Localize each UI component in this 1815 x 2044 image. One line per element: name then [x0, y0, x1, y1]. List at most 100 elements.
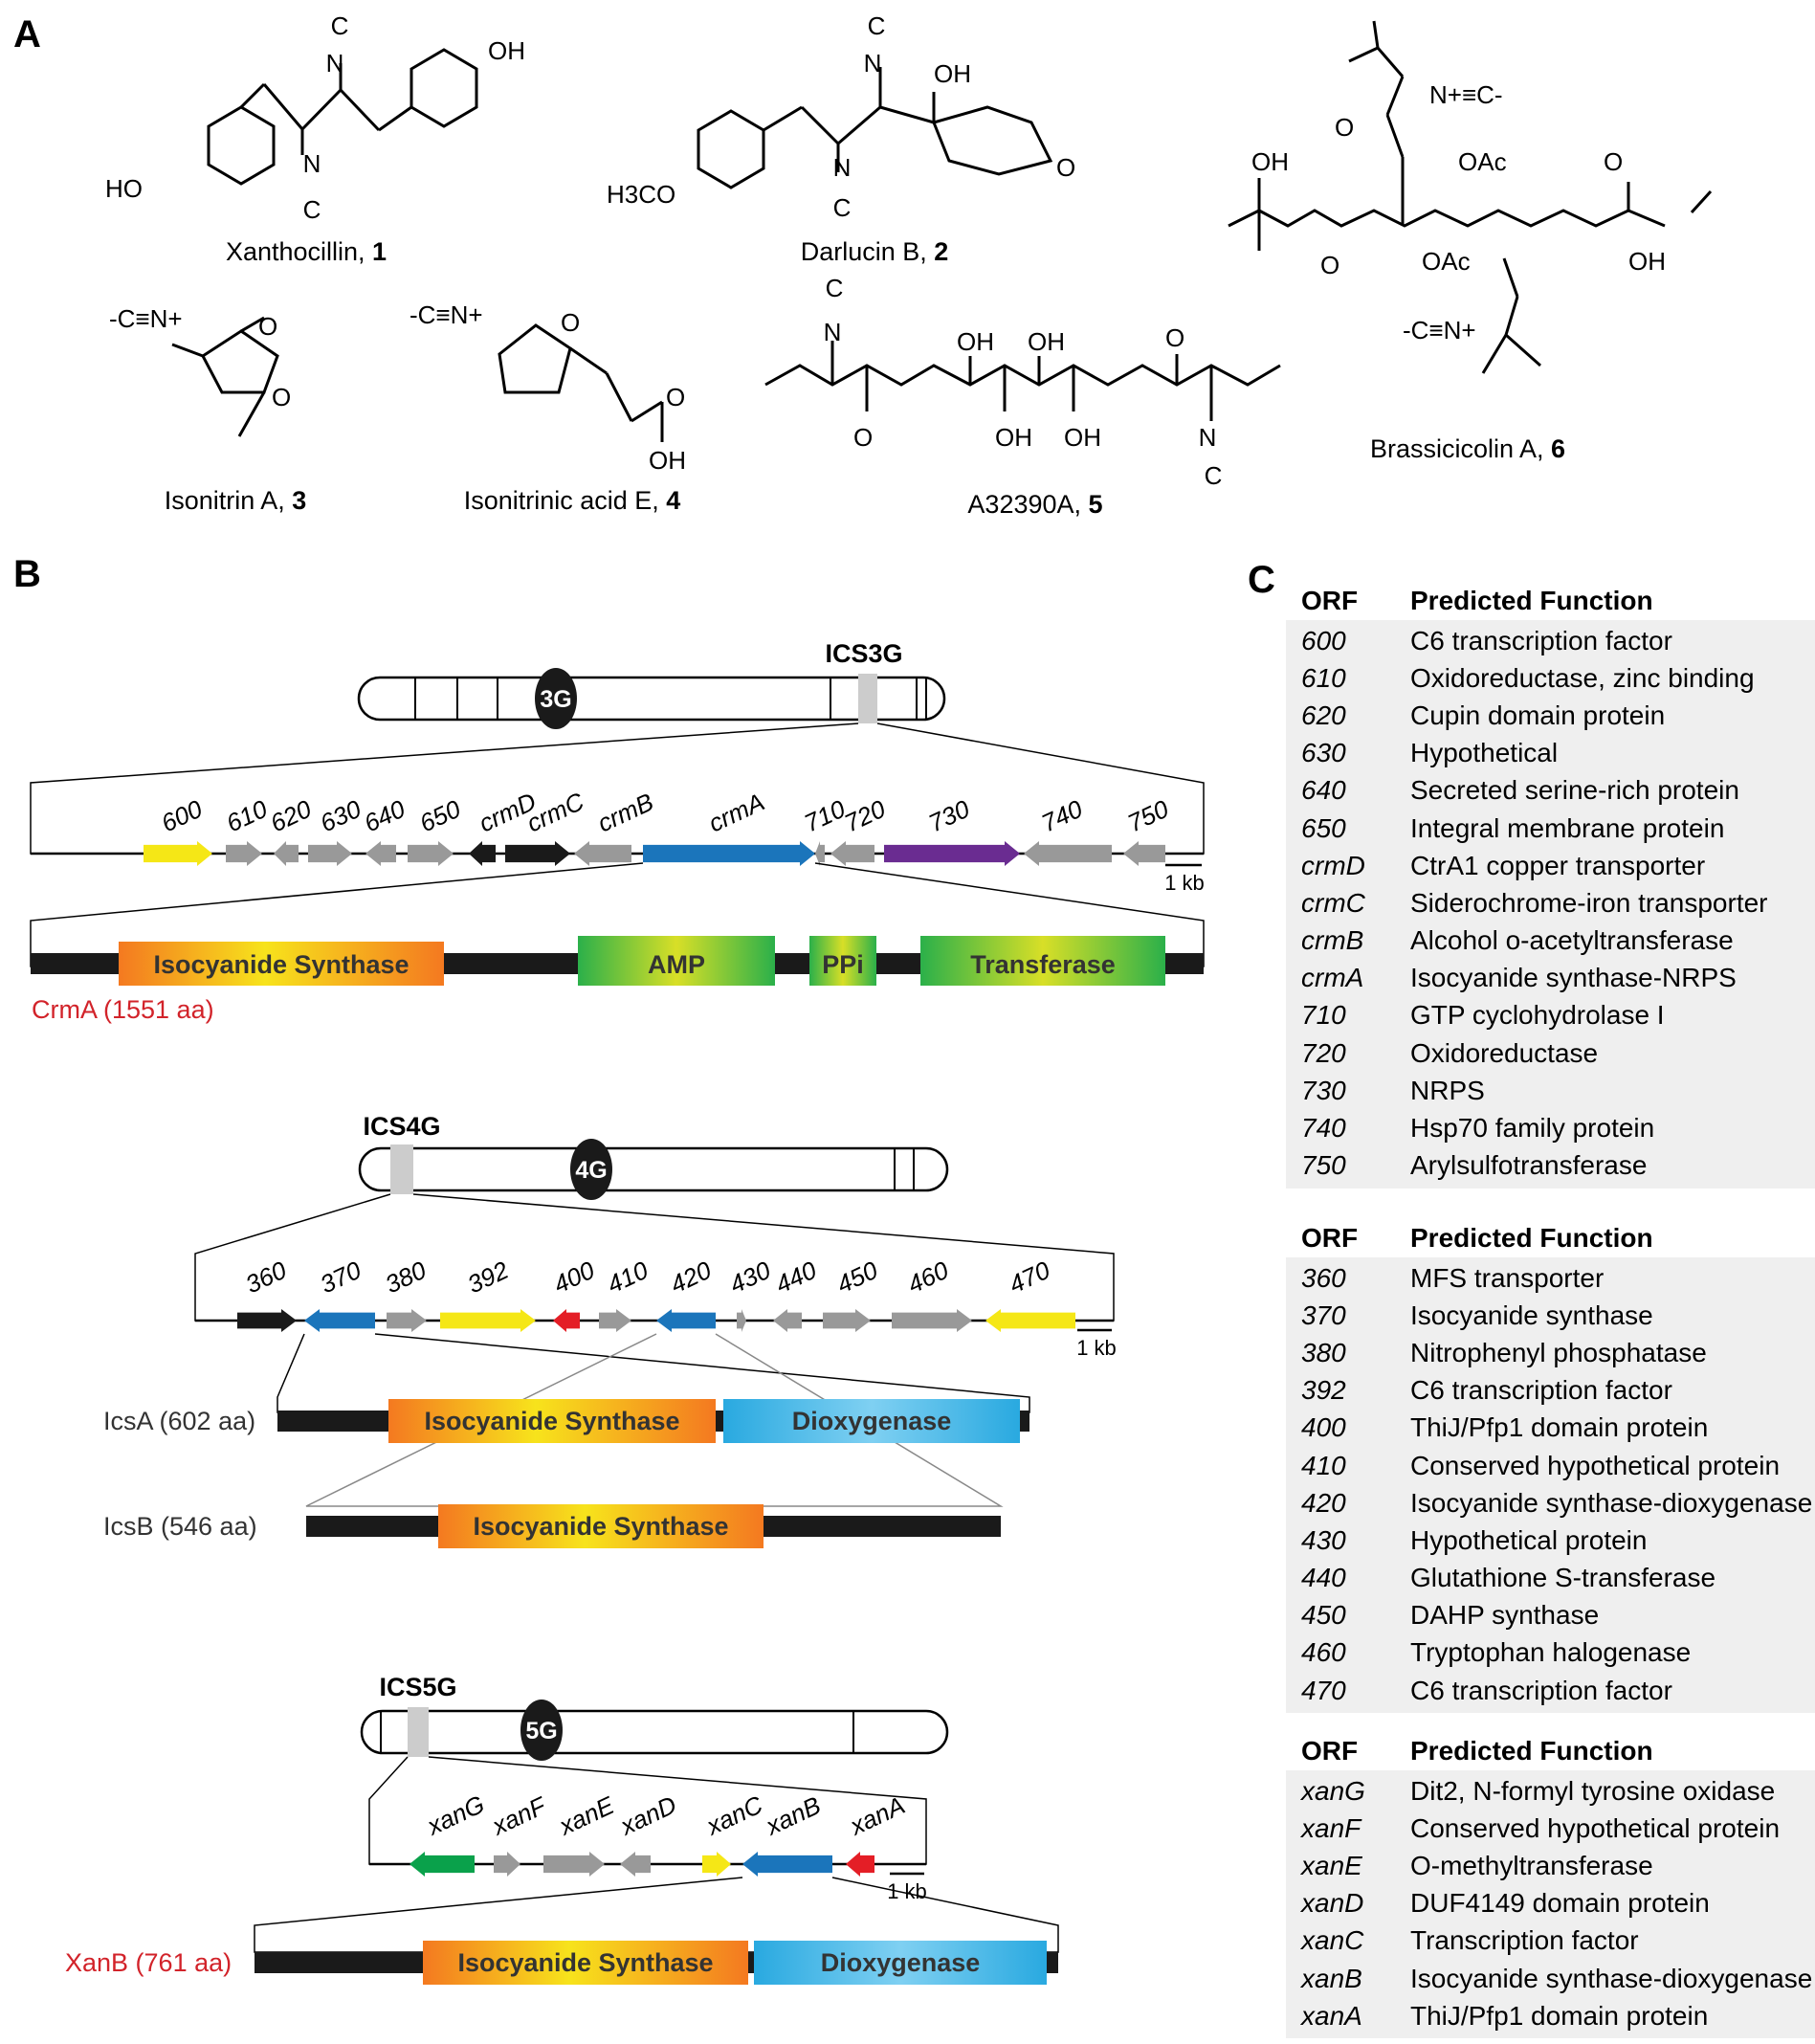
g440-gene-arrow: [773, 1309, 802, 1332]
orf-cell: 460: [1301, 1637, 1346, 1668]
structure-xanthocillin: [207, 48, 478, 186]
orf-cell: 400: [1301, 1412, 1346, 1443]
function-cell: C6 transcription factor: [1410, 625, 1672, 655]
protein-label-icsb: IcsB (546 aa): [103, 1512, 257, 1541]
function-cell: Dit2, N-formyl tyrosine oxidase: [1410, 1775, 1776, 1806]
table-row: 640 Secreted serine-rich protein: [1286, 772, 1815, 810]
orf-cell: 420: [1301, 1487, 1346, 1518]
structure-darlucin-b: [697, 67, 1053, 189]
domain-label: Dioxygenase: [792, 1407, 952, 1435]
orf-cell: 610: [1301, 662, 1346, 693]
orf-cell: xanG: [1301, 1775, 1365, 1806]
g740-gene-label: 740: [1037, 794, 1087, 838]
g460-gene-label: 460: [903, 1255, 953, 1300]
domain-isocyanide-synthase: [423, 1941, 748, 1985]
orf-cell: xanE: [1301, 1850, 1362, 1880]
atom-o: O: [561, 308, 580, 337]
g610-gene-label: 610: [222, 794, 272, 838]
g450-gene-label: 450: [832, 1255, 882, 1300]
atom-n-plus: N: [824, 318, 842, 346]
function-cell: O-methyltransferase: [1410, 1850, 1653, 1880]
panel-letter-c: C: [1248, 559, 1275, 601]
function-cell: Arylsulfotransferase: [1410, 1150, 1648, 1181]
compound-name: Xanthocillin, 1: [226, 237, 387, 266]
atom-o: O: [853, 423, 873, 452]
g640-gene-arrow: [365, 841, 396, 866]
gxanF-gene-arrow: [494, 1852, 520, 1877]
gcrmC-gene-arrow: [505, 841, 570, 866]
g630-gene-label: 630: [316, 794, 365, 838]
function-cell: ThiJ/Pfp1 domain protein: [1410, 1412, 1709, 1443]
g410-gene-arrow: [599, 1309, 631, 1332]
g730-gene-label: 730: [924, 794, 974, 838]
g470-gene-label: 470: [1005, 1255, 1054, 1300]
g640-gene-label: 640: [360, 794, 409, 838]
structure-a32390a: [764, 341, 1281, 421]
gcrmA-gene-label: crmA: [704, 788, 769, 838]
table-row: 400 ThiJ/Pfp1 domain protein: [1286, 1410, 1815, 1447]
col-header-function: Predicted Function: [1410, 586, 1653, 615]
gxanG-gene-arrow: [409, 1852, 475, 1877]
g380-gene-label: 380: [381, 1255, 431, 1300]
function-cell: MFS transporter: [1410, 1262, 1605, 1293]
chromosome-4g: [358, 1139, 949, 1200]
g650-gene-label: 650: [415, 794, 465, 838]
g710-gene-arrow: [815, 841, 825, 866]
orf-cell: 370: [1301, 1300, 1346, 1330]
protein-label-icsa: IcsA (602 aa): [103, 1407, 255, 1435]
g440-gene-label: 440: [771, 1255, 821, 1300]
orf-cell: 640: [1301, 775, 1346, 806]
orf-cell: 750: [1301, 1150, 1346, 1181]
table-row: xanG Dit2, N-formyl tyrosine oxidase: [1286, 1772, 1815, 1810]
atom-n-plus: N: [303, 149, 321, 178]
gxanE-gene-label: xanE: [553, 1790, 619, 1841]
centromere-label: 4G: [575, 1157, 607, 1184]
orf-cell: 470: [1301, 1675, 1346, 1705]
atom-o: O: [1165, 323, 1184, 352]
gxanF-gene-label: xanF: [486, 1790, 552, 1841]
g620-gene-label: 620: [266, 794, 316, 838]
g610-gene-arrow: [226, 841, 262, 866]
panel-letter-b: B: [13, 553, 41, 595]
atom-n-plus: N: [1199, 423, 1217, 452]
compound-name: Isonitrin A, 3: [165, 486, 307, 515]
atom-n-plus: N: [864, 49, 882, 78]
function-cell: GTP cyclohydrolase I: [1410, 1000, 1665, 1031]
atom-o: O: [1604, 147, 1623, 176]
g360-gene-label: 360: [241, 1255, 291, 1300]
atom-h3co: H3CO: [607, 180, 675, 209]
atom-ho: HO: [105, 174, 143, 203]
orf-cell: 620: [1301, 700, 1346, 730]
function-cell: DUF4149 domain protein: [1410, 1888, 1710, 1919]
g750-gene-arrow: [1123, 841, 1165, 866]
atom-isocyano: -C≡N+: [409, 300, 483, 329]
function-cell: Hypothetical: [1410, 738, 1559, 768]
g730-gene-arrow: [884, 841, 1020, 866]
col-header-function: Predicted Function: [1410, 1223, 1653, 1253]
chromosome-3g: [357, 668, 946, 729]
function-cell: Integral membrane protein: [1410, 812, 1725, 843]
orf-cell: 650: [1301, 812, 1346, 843]
atom-o: O: [1335, 113, 1354, 142]
function-cell: Glutathione S-transferase: [1410, 1563, 1716, 1593]
orf-cell: 392: [1301, 1375, 1346, 1406]
orf-cell: xanF: [1301, 1812, 1361, 1843]
atom-n-plus: N: [326, 49, 344, 78]
function-cell: DAHP synthase: [1410, 1600, 1600, 1631]
function-cell: Secreted serine-rich protein: [1410, 775, 1739, 806]
function-cell: Isocyanide synthase-dioxygenase: [1410, 1487, 1813, 1518]
orf-cell: xanC: [1301, 1925, 1364, 1956]
orf-cell: xanB: [1301, 1963, 1362, 1993]
structure-isonitrinic-acid-e: [498, 323, 664, 442]
